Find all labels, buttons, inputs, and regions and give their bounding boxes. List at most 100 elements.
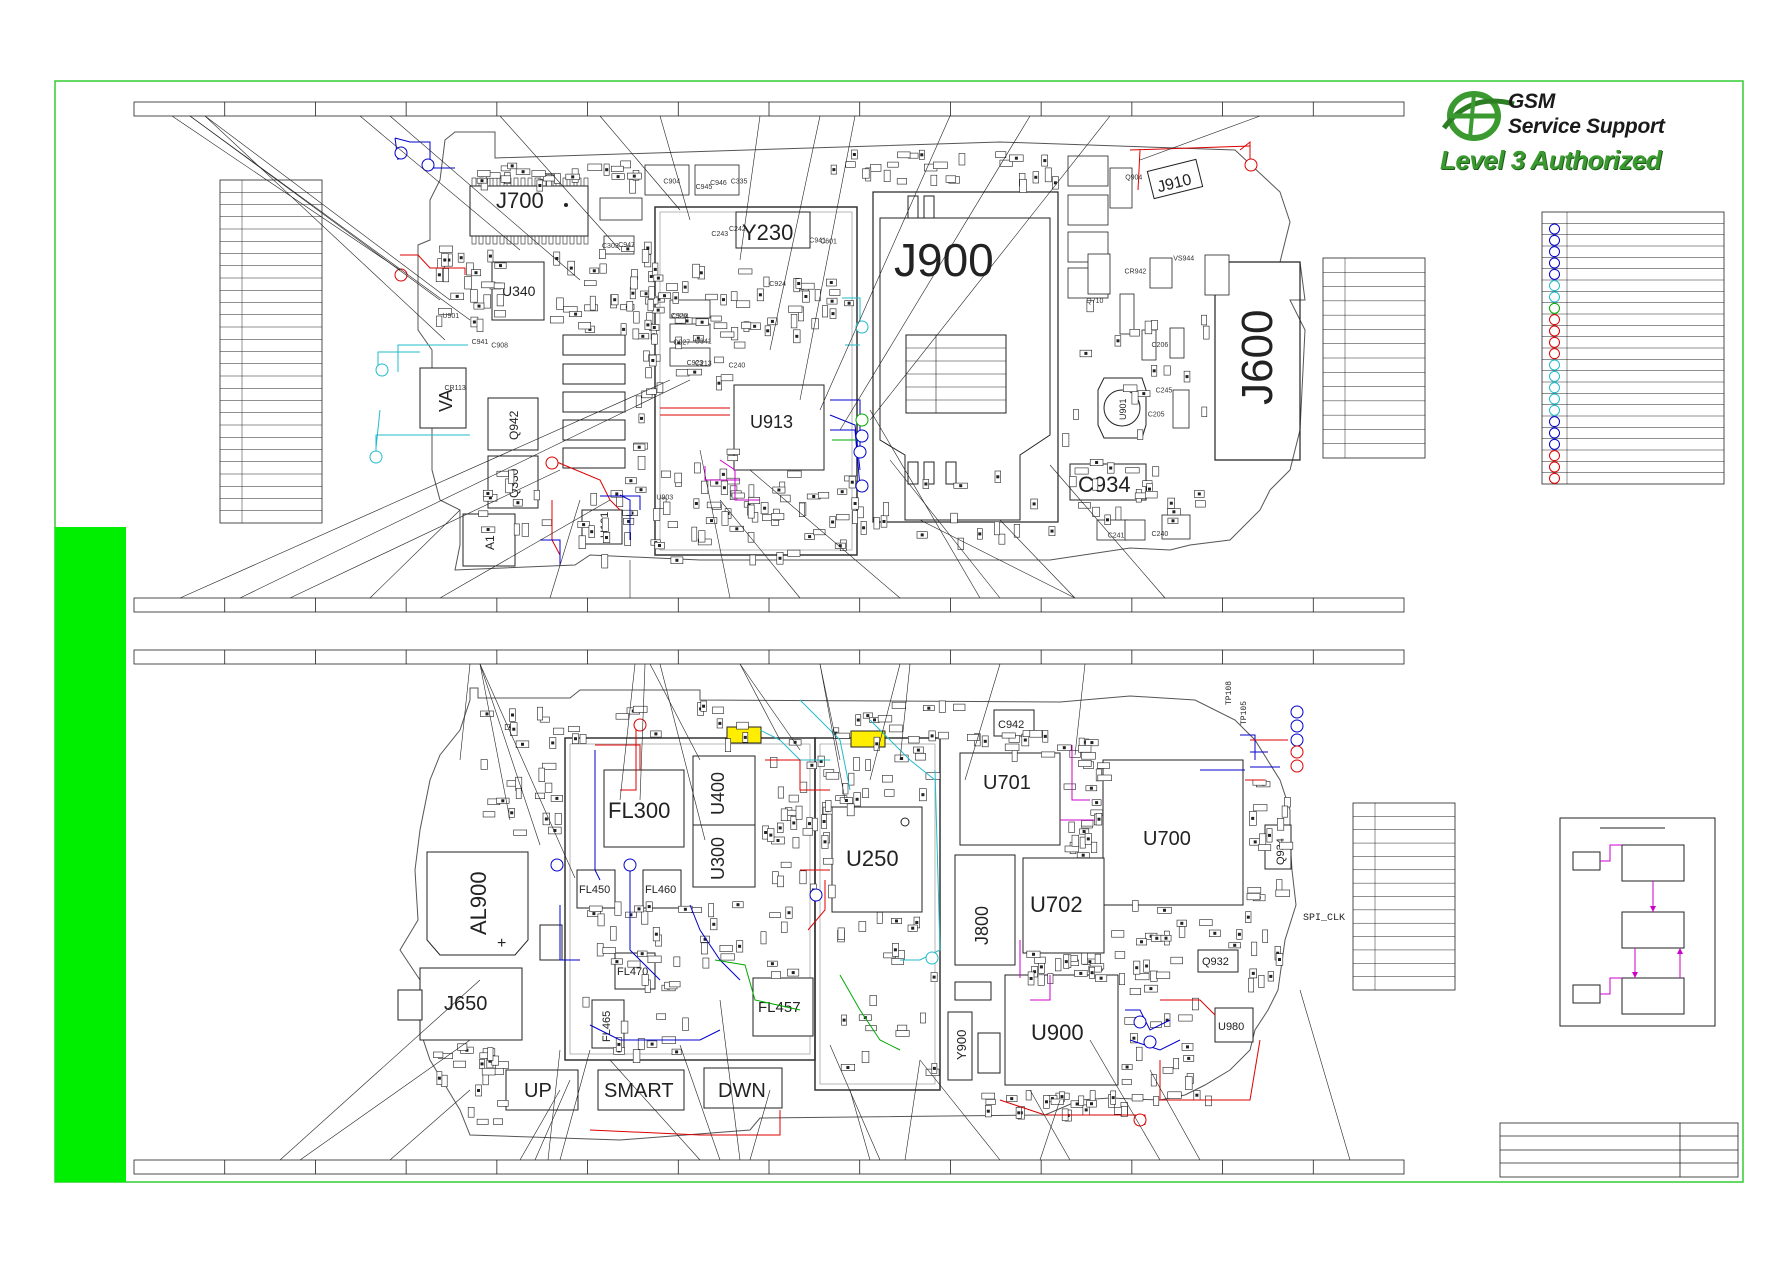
smd-part: [720, 953, 735, 961]
smd-part-dot: [685, 319, 689, 323]
j700-pin: [583, 177, 589, 187]
smd-part-dot: [627, 519, 631, 523]
gsm-logo: GSM Service Support Level 3 Authorized: [1440, 88, 1710, 180]
bottom-smd-parts: [433, 700, 1294, 1125]
smd-part: [1079, 836, 1086, 849]
smd-part: [496, 294, 505, 307]
smd-part-dot: [721, 472, 725, 476]
smd-part: [599, 249, 606, 259]
smd-part-dot: [718, 721, 722, 725]
smd-part: [482, 811, 496, 818]
smd-part: [858, 921, 867, 932]
smd-part: [578, 535, 586, 549]
smd-part: [614, 901, 622, 916]
smd-part-dot: [480, 1062, 484, 1066]
smd-part: [896, 178, 908, 185]
smd-part-dot: [1033, 970, 1037, 974]
smd-part: [513, 523, 520, 536]
smd-part-dot: [915, 921, 919, 924]
smd-part-dot: [1187, 1056, 1191, 1060]
smd-part-dot: [1095, 801, 1099, 805]
smd-part: [1277, 818, 1285, 831]
smd-part-dot: [656, 308, 660, 312]
smd-part: [1029, 730, 1043, 738]
bottom-test-points: [550, 705, 1304, 1127]
smd-part: [895, 1030, 910, 1037]
pin-label-tp105: TP105: [1240, 700, 1249, 725]
smd-part-dot: [1155, 936, 1159, 940]
left-stubs: [562, 334, 626, 469]
legend-swatch: [1549, 291, 1560, 303]
label-text: C941: [472, 339, 489, 346]
smd-part: [884, 789, 895, 797]
fl450-filter: [576, 869, 616, 909]
smd-part: [787, 470, 802, 478]
smd-part: [629, 179, 636, 194]
smd-part: [1121, 1079, 1132, 1085]
smd-part-dot: [812, 495, 816, 498]
smd-part: [837, 927, 845, 941]
smd-part-dot: [1109, 466, 1113, 470]
title-block: [1499, 1122, 1739, 1178]
smd-part: [541, 762, 557, 770]
u900-ic: [1004, 974, 1119, 1086]
leader-line: [819, 115, 951, 411]
smd-part: [554, 173, 561, 184]
legend-swatch: [1549, 382, 1560, 394]
smd-part: [702, 957, 710, 969]
smd-part-dot: [932, 1066, 936, 1070]
smd-part: [958, 153, 966, 166]
smd-part-dot: [959, 484, 963, 488]
smd-part: [1136, 1046, 1143, 1061]
smd-part-dot: [555, 796, 559, 800]
smd-part-dot: [1032, 502, 1036, 506]
leader-line: [649, 663, 701, 761]
smd-part-dot: [1268, 833, 1271, 837]
smd-part: [802, 828, 813, 836]
smd-part: [467, 1107, 475, 1118]
smd-part: [698, 530, 706, 543]
leader-line: [999, 519, 1076, 599]
smd-part: [541, 519, 552, 526]
smd-part-dot: [1086, 837, 1090, 841]
smd-part-dot: [736, 903, 740, 907]
smd-part: [648, 286, 655, 300]
smd-part: [798, 502, 805, 517]
label-text: C213: [695, 361, 712, 368]
smd-part: [651, 333, 658, 345]
u701-label: U701: [983, 772, 1031, 794]
label-text: C335: [731, 178, 748, 185]
smd-part-dot: [656, 276, 660, 280]
smd-part-dot: [652, 326, 656, 329]
top-smd-parts: [435, 149, 1210, 569]
leader-line: [619, 663, 636, 801]
smd-part: [1284, 797, 1291, 808]
smd-part: [470, 289, 478, 303]
smd-part-dot: [978, 532, 982, 536]
smd-part: [1137, 429, 1144, 440]
smd-part-dot: [710, 519, 713, 523]
legend-swatch: [1549, 416, 1560, 428]
smd-part: [1134, 492, 1147, 499]
smd-part: [920, 1012, 926, 1024]
smd-part: [653, 508, 661, 521]
smd-part: [610, 926, 617, 941]
j700-pin: [541, 235, 547, 245]
j700-pin: [562, 235, 568, 245]
j800-connector: [954, 854, 1016, 966]
smd-part-dot: [646, 323, 650, 327]
smd-part: [641, 249, 650, 263]
smd-part: [713, 322, 728, 329]
smd-part: [730, 291, 738, 302]
smd-part: [1178, 926, 1186, 938]
smd-part-dot: [1148, 487, 1151, 491]
legend-swatch: [1549, 348, 1560, 360]
smd-part-dot: [683, 285, 687, 289]
smd-part-dot: [1186, 1045, 1189, 1049]
smd-part: [466, 262, 474, 276]
smd-part-dot: [641, 334, 645, 338]
leader-line: [369, 509, 461, 599]
smd-part: [1251, 941, 1258, 956]
smd-part: [799, 781, 808, 793]
smd-part: [1131, 1094, 1144, 1102]
